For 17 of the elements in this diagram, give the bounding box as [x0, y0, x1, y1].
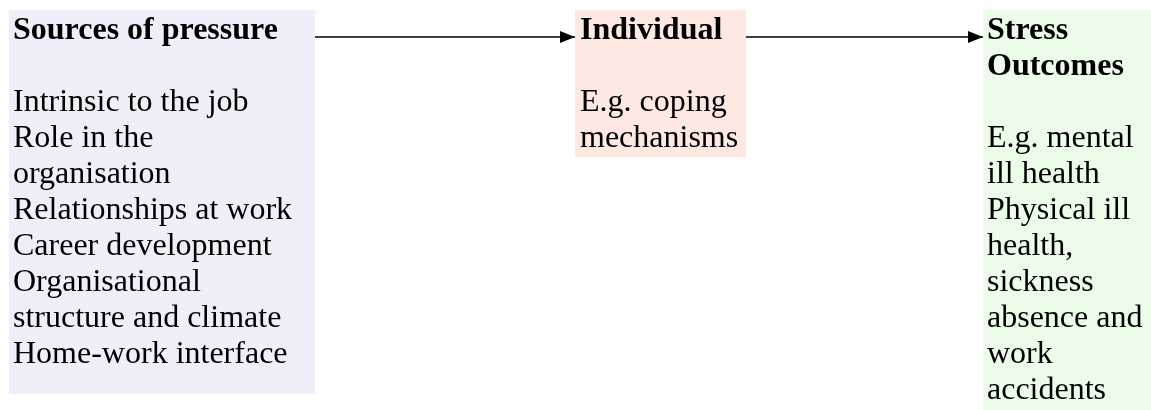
box-text: Role in the organisation	[13, 118, 172, 190]
box-text: E.g. mental ill health	[987, 118, 1135, 190]
box-text: E.g. coping mechanisms	[580, 82, 740, 154]
box-text: Intrinsic to the job	[13, 82, 250, 118]
box-text: Relationships at work	[13, 190, 294, 226]
process-box	[575, 10, 746, 157]
arrow	[745, 31, 984, 43]
box-heading: Individual	[580, 10, 724, 46]
arrow	[314, 31, 576, 43]
box-text: Organisational structure and climate	[13, 262, 283, 334]
process-box	[9, 10, 315, 394]
box-text: Home-work interface	[13, 334, 289, 370]
box-text: Physical ill health, sickness absence and work accidents	[987, 190, 1144, 406]
box-heading: Stress Outcomes	[987, 10, 1125, 82]
process-box	[983, 10, 1151, 410]
box-text: Career development	[13, 226, 273, 262]
box-heading: Sources of pressure	[13, 10, 279, 46]
